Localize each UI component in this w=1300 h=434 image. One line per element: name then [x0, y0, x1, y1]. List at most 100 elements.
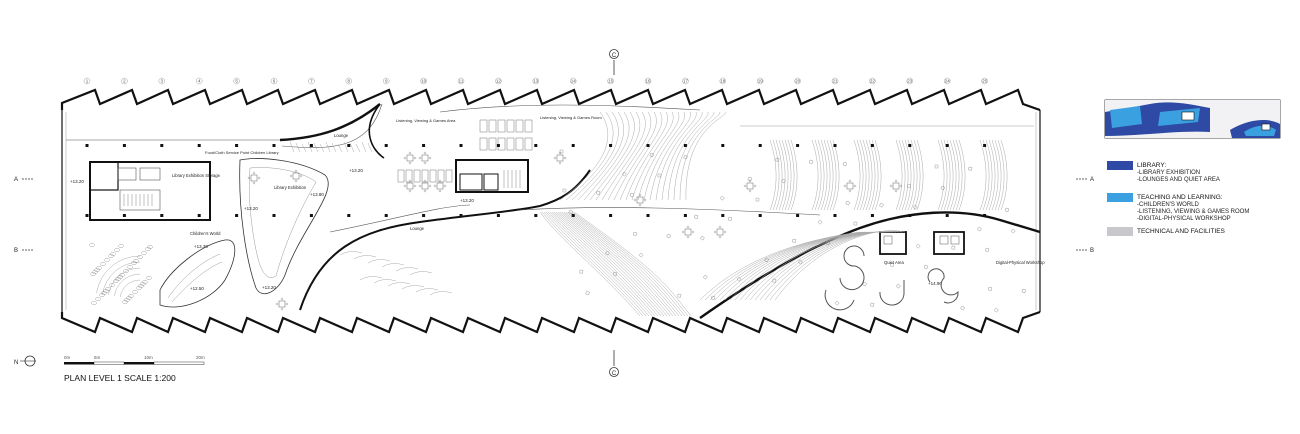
- seat-pod: [128, 294, 134, 298]
- desk: [488, 137, 497, 151]
- terrace-step: [871, 139, 879, 211]
- seat-pod: [119, 273, 125, 277]
- terrace-step: [649, 111, 691, 201]
- quiet-area-seating: [824, 245, 959, 311]
- service-core-right: [879, 231, 965, 255]
- legend-swatch: [1107, 193, 1133, 202]
- terrace-step: [790, 139, 798, 211]
- chair: [633, 198, 637, 202]
- terrace-step: [343, 141, 349, 153]
- seat-pod: [115, 277, 121, 281]
- terrace-step: [573, 211, 692, 317]
- stool: [657, 173, 662, 178]
- terrace-step: [114, 273, 141, 296]
- desk: [488, 119, 497, 133]
- column: [496, 144, 500, 147]
- stool: [562, 188, 567, 193]
- seat-pod: [137, 255, 143, 259]
- stool: [694, 214, 699, 219]
- chair: [748, 189, 752, 193]
- column: [796, 214, 800, 217]
- stool: [621, 171, 627, 177]
- terrace-step: [853, 139, 861, 211]
- stool: [798, 259, 803, 265]
- table: [892, 182, 900, 190]
- column: [983, 144, 987, 147]
- legend-line: -CHILDREN'S WORLD: [1137, 202, 1199, 208]
- terrace-step: [958, 139, 966, 211]
- terrace-step: [943, 139, 951, 211]
- desk: [524, 137, 533, 151]
- terrace-step: [832, 139, 840, 211]
- level-marker: +13.30: [194, 244, 208, 249]
- chair: [299, 174, 303, 178]
- terrace-step: [96, 255, 141, 294]
- desk: [421, 169, 429, 183]
- column: [422, 214, 426, 217]
- terrace-step: [699, 231, 861, 301]
- stool: [613, 271, 618, 276]
- legend-swatch: [1107, 227, 1133, 236]
- desk: [405, 169, 413, 183]
- section-mark-c-top: C: [609, 49, 619, 75]
- column: [160, 144, 164, 147]
- column: [870, 144, 874, 147]
- terrace-step: [772, 139, 780, 211]
- stool: [605, 250, 610, 256]
- seat-pod: [118, 244, 124, 248]
- grid-number: 12: [496, 79, 502, 84]
- seat-pod: [114, 248, 120, 252]
- stool: [825, 240, 831, 246]
- grid-number: 25: [982, 79, 988, 84]
- column: [459, 144, 463, 147]
- stool: [579, 269, 584, 274]
- grid-bubble: [233, 77, 240, 85]
- column: [272, 144, 276, 147]
- chair: [638, 203, 642, 207]
- grid-number: 16: [645, 79, 651, 84]
- chair: [848, 179, 852, 183]
- terrace-step: [754, 231, 894, 301]
- stool: [755, 197, 760, 202]
- seat-pod: [94, 268, 100, 272]
- table: [436, 182, 444, 190]
- stool: [870, 302, 875, 307]
- seat-pod: [113, 279, 119, 283]
- terrace-step: [859, 139, 867, 211]
- chair: [686, 225, 690, 229]
- legend-line: -LIBRARY EXHIBITION: [1137, 170, 1200, 176]
- stool: [845, 200, 851, 206]
- stool: [808, 159, 814, 164]
- stool: [853, 221, 858, 226]
- terrace-step: [409, 271, 433, 276]
- grid-bubble: [981, 77, 988, 85]
- grid-number: 3: [161, 79, 164, 84]
- column: [384, 144, 388, 147]
- room-label-listening-area: Listening, Viewing & Games Area: [396, 118, 456, 123]
- level-marker: +13.20: [460, 198, 474, 203]
- stool: [632, 231, 638, 237]
- stool: [649, 152, 655, 158]
- grid-bubble: [420, 77, 427, 85]
- terrace-step: [823, 139, 831, 211]
- desk: [445, 169, 453, 183]
- plan-title: PLAN LEVEL 1 SCALE 1:200: [64, 373, 176, 383]
- terrace-step: [655, 111, 697, 201]
- chair: [638, 193, 642, 197]
- grid-number: 21: [832, 79, 838, 84]
- chair: [748, 179, 752, 183]
- table: [636, 196, 644, 204]
- grid-bubble: [158, 77, 166, 85]
- chair: [408, 189, 412, 193]
- table: [421, 182, 429, 190]
- terrace-step: [643, 111, 685, 201]
- chair: [438, 179, 442, 183]
- seat-pod: [132, 290, 138, 294]
- chair: [691, 230, 695, 234]
- key-plan-thumbnail: [1104, 99, 1281, 139]
- terrace-step: [565, 211, 680, 317]
- terrace-step: [619, 111, 663, 201]
- chair: [423, 151, 427, 155]
- grid-number: 19: [758, 79, 764, 84]
- chair: [280, 307, 284, 311]
